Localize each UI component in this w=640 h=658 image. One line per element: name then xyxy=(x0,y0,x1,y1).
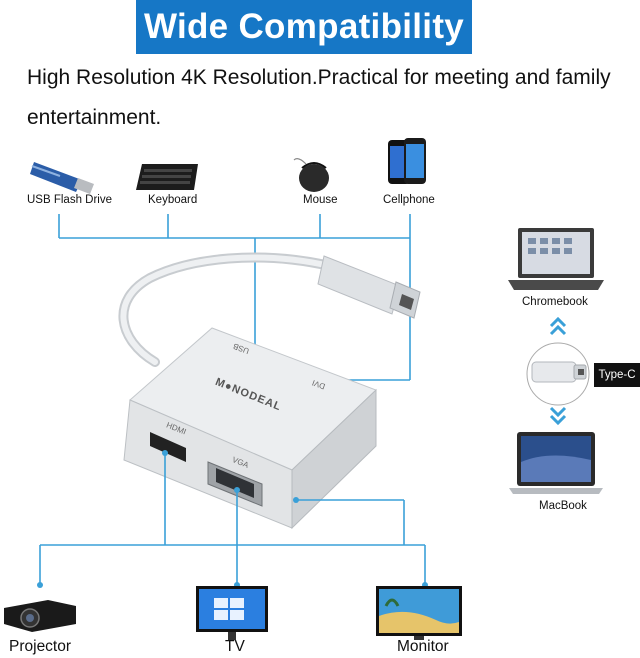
keyboard-icon xyxy=(136,164,198,190)
usb-flash-drive-label: USB Flash Drive xyxy=(27,194,112,206)
chevron-up-icon xyxy=(549,316,567,336)
chromebook-label: Chromebook xyxy=(522,296,588,308)
monitor-label: Monitor xyxy=(397,638,449,655)
type-c-plug-icon xyxy=(531,361,587,383)
projector-label: Projector xyxy=(9,638,72,655)
tv-icon xyxy=(196,586,268,640)
mouse-icon xyxy=(293,158,329,192)
chevron-down-icon xyxy=(549,406,567,426)
bottom-connector-lines xyxy=(39,453,426,585)
projector-icon xyxy=(4,600,76,632)
top-connector-lines xyxy=(58,214,411,381)
mouse-label: Mouse xyxy=(303,194,338,206)
type-c-badge: Type-C xyxy=(594,363,640,387)
description-text: High Resolution 4K Resolution.Practical … xyxy=(27,66,611,129)
keyboard-label: Keyboard xyxy=(148,194,198,206)
cellphone-icon xyxy=(388,138,426,184)
macbook-label: MacBook xyxy=(539,500,587,512)
banner-title: Wide Compatibility xyxy=(136,0,472,54)
usb-flash-drive-icon xyxy=(30,162,94,194)
type-c-plug-icon xyxy=(317,255,421,319)
macbook-icon xyxy=(509,432,603,494)
cellphone-label: Cellphone xyxy=(383,194,435,206)
chromebook-icon xyxy=(508,228,604,290)
monitor-icon xyxy=(376,586,462,640)
tv-label: TV xyxy=(225,638,245,655)
adapter-body xyxy=(123,327,377,530)
